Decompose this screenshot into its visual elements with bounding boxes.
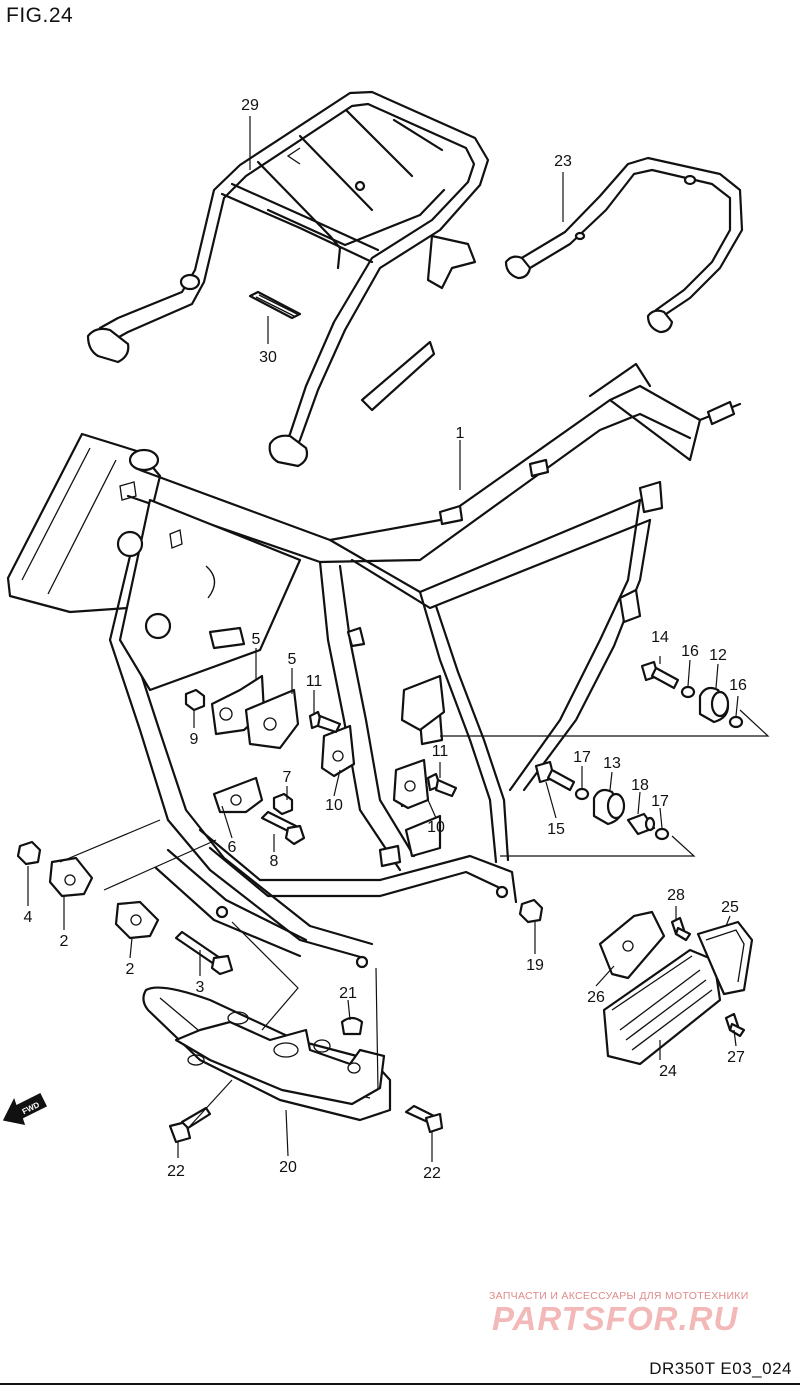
- caution-label: [248, 290, 302, 320]
- leader-lines: [27, 116, 770, 1162]
- callout-28: 28: [667, 887, 685, 904]
- engine-mount-parts: [534, 660, 744, 841]
- callout-21: 21: [339, 985, 357, 1002]
- callout-16a: 16: [681, 643, 699, 660]
- callout-11a: 11: [306, 673, 323, 690]
- callout-14: 14: [651, 629, 669, 646]
- callout-1: 1: [456, 425, 465, 442]
- callout-3: 3: [196, 979, 205, 996]
- callout-26: 26: [587, 989, 605, 1006]
- skid-plate: [142, 986, 392, 1122]
- callout-25: 25: [721, 899, 739, 916]
- engine-brackets: [210, 674, 446, 858]
- callout-27: 27: [727, 1049, 745, 1066]
- tool-box: [598, 910, 754, 1066]
- callout-2b: 2: [126, 961, 135, 978]
- callout-5b: 5: [288, 651, 297, 668]
- callout-5a: 5: [252, 631, 261, 648]
- callout-4: 4: [24, 909, 33, 926]
- callout-10a: 10: [325, 797, 343, 814]
- callout-22a: 22: [167, 1163, 185, 1180]
- figure-title: FIG.24: [6, 4, 74, 27]
- callout-18: 18: [631, 777, 649, 794]
- watermark-logo: PARTSFOR.RU: [492, 1300, 739, 1337]
- callout-9: 9: [190, 731, 199, 748]
- callout-8: 8: [270, 853, 279, 870]
- callout-2a: 2: [60, 933, 69, 950]
- callout-6: 6: [228, 839, 237, 856]
- callout-labels: 29 23 30 1 5 5 11 14 16 12 16 9 11 17 13…: [24, 97, 747, 1182]
- callout-10b: 10: [427, 819, 445, 836]
- callout-24: 24: [659, 1063, 677, 1080]
- callout-11b: 11: [432, 743, 449, 760]
- callout-29: 29: [241, 97, 259, 114]
- hardware: [16, 688, 544, 1144]
- callout-30: 30: [259, 349, 277, 366]
- arrow-left-icon: [2, 1092, 48, 1125]
- callout-16b: 16: [729, 677, 747, 694]
- callout-17b: 17: [651, 793, 669, 810]
- callout-13: 13: [603, 755, 621, 772]
- forward-direction-badge: FWD: [2, 1092, 48, 1125]
- callout-15: 15: [547, 821, 565, 838]
- rear-carrier: [86, 90, 490, 468]
- callout-12: 12: [709, 647, 727, 664]
- callout-17a: 17: [573, 749, 591, 766]
- callout-7: 7: [283, 769, 292, 786]
- callout-19: 19: [526, 957, 544, 974]
- grab-rail: [504, 156, 744, 334]
- callout-23: 23: [554, 153, 572, 170]
- diagram-code: DR350T E03_024: [649, 1359, 792, 1378]
- watermark-tagline: ЗАПЧАСТИ И АКСЕССУАРЫ ДЛЯ МОТОТЕХНИКИ: [489, 1290, 749, 1302]
- main-frame: [6, 362, 742, 969]
- callout-22b: 22: [423, 1165, 441, 1182]
- callout-20: 20: [279, 1159, 297, 1176]
